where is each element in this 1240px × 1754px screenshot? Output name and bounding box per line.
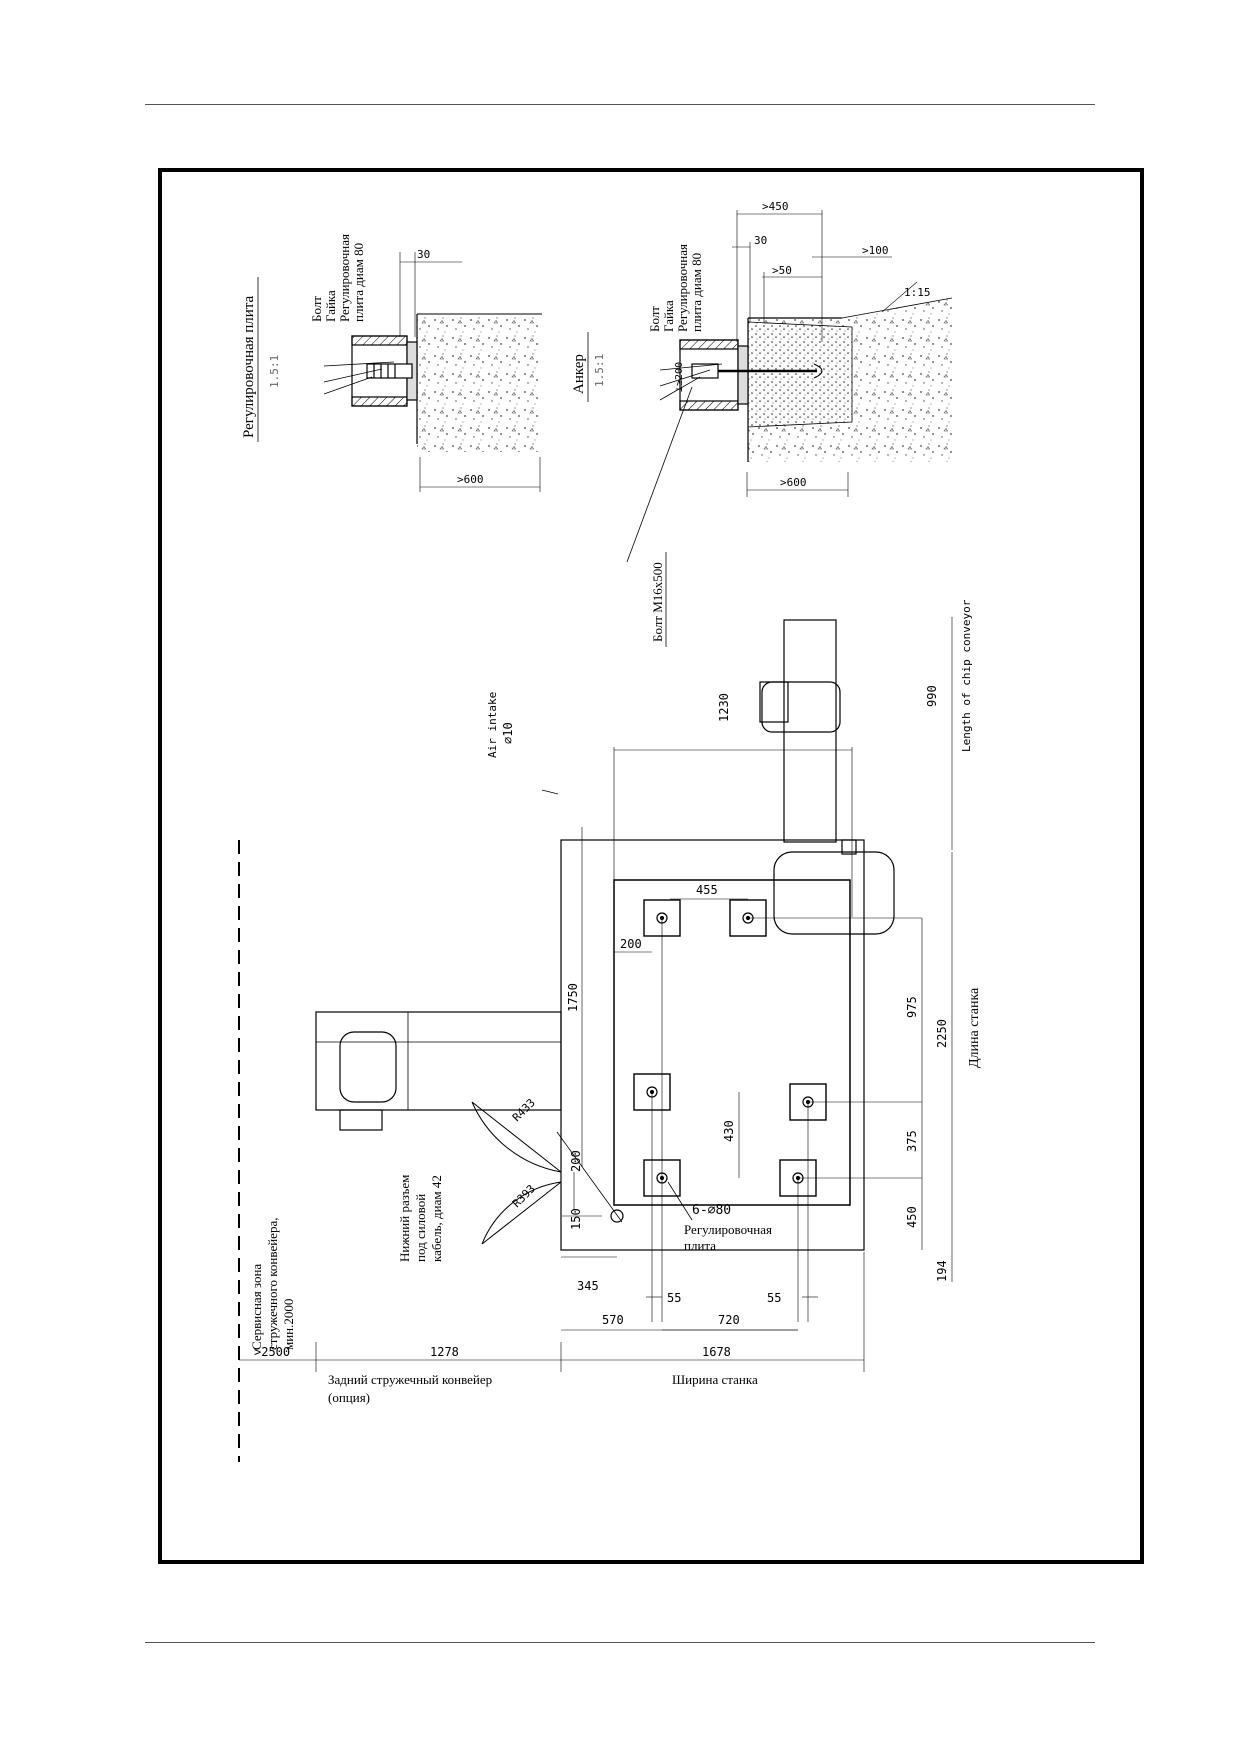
drawing-frame: Регулировочная плита 1.5:1 Болт Гайка Ре… [158,168,1144,1564]
anchor-label-nut: Гайка [661,300,676,332]
adj-plate-label-nut: Гайка [323,290,338,322]
machine-frame [613,879,851,1206]
anchor-dim-450: >450 [762,200,789,213]
adj-plate-label-2: плита [684,1238,716,1253]
service-zone-label-3: мин.2000 [281,1299,296,1350]
anchor-label-plate-2: плита диам 80 [689,253,704,332]
dim-1230: 1230 [717,693,731,722]
dim-55-right: 55 [767,1291,781,1305]
dim-450: 450 [905,1206,919,1228]
header-rule [145,104,1095,105]
anchor-dim-30: 30 [754,234,767,247]
anchor-title-group: Анкер 1.5:1 Болт Гайка Регулировочная пл… [571,200,931,647]
anchor-detail [626,210,953,563]
dim-150: 150 [569,1208,583,1230]
dim-194: 194 [935,1260,949,1282]
cable-port [610,1209,624,1223]
machine-body [560,839,865,1251]
dim-200-bottom: 200 [569,1150,583,1172]
adj-plate-detail [323,252,542,492]
rear-conveyor-label-1: Задний стружечный конвейер [328,1372,492,1387]
door-swing-lower [481,1181,562,1245]
adj-plate-title: Регулировочная плита [241,295,257,438]
machine-length-label: Длина станка [967,987,982,1068]
anchor-bolt-spec: Болт M16x500 [650,562,665,642]
adj-plate-title-group: Регулировочная плита 1.5:1 Болт Гайка Ре… [241,234,484,486]
dim-375: 375 [905,1130,919,1152]
dim-345: 345 [577,1279,599,1293]
dim-1750: 1750 [566,983,580,1012]
front-door [773,851,895,935]
anchor-dim-50: >50 [772,264,792,277]
pad-centerlines [651,917,922,1322]
dim-200-top: 200 [620,937,642,951]
dim-1678: 1678 [702,1345,731,1359]
adj-plate-label-bolt: Болт [309,296,324,322]
anchor-dim-width: >600 [780,476,807,489]
rear-conveyor [315,1011,562,1111]
anchor-dim-slope: 1:15 [904,286,931,299]
adj-plate-dim-30: 30 [417,248,430,261]
dim-990: 990 [925,685,939,707]
service-zone-label-2: стружечного конвейера, [265,1218,280,1350]
dim-55-left: 55 [667,1291,681,1305]
footer-rule [145,1642,1095,1643]
adj-plate-label-plate-2: плита диам 80 [351,243,366,322]
cable-port-label-2: под силовой [413,1194,428,1262]
machine-plan [238,617,953,1462]
front-chip-conveyor [783,619,837,843]
plan-labels: Air intake ⌀10 1230 990 Length of chip c… [249,599,982,1405]
dim-455: 455 [696,883,718,897]
anchor-dim-100: >100 [862,244,889,257]
dim-1278: 1278 [430,1345,459,1359]
anchor-scale: 1.5:1 [593,354,606,387]
dimension-lines [239,617,953,1372]
dim-430: 430 [722,1120,736,1142]
foundation-drawing: Регулировочная плита 1.5:1 Болт Гайка Ре… [238,200,982,1462]
adj-plate-label-1: Регулировочная [684,1222,772,1237]
rear-conveyor-label-2: (опция) [328,1390,370,1405]
door-swing-upper [471,1101,562,1173]
adj-plate-label-plate-1: Регулировочная [337,234,352,322]
door-radius-r393: R393 [510,1182,538,1210]
dim-720: 720 [718,1313,740,1327]
anchor-label-plate-1: Регулировочная [675,244,690,332]
adj-plate-dim-width: >600 [457,473,484,486]
air-intake-label: Air intake [486,692,499,758]
anchor-label-bolt: Болт [647,306,662,332]
cable-port-label-3: кабель, диам 42 [429,1175,444,1262]
dim-570: 570 [602,1313,624,1327]
mount-pads [633,899,827,1197]
dim-975: 975 [905,996,919,1018]
chip-conveyor-length: Length of chip conveyor [960,599,973,752]
holes-label: 6-⌀80 [692,1203,731,1218]
concrete-slab [417,314,542,452]
anchor-title: Анкер [571,354,587,394]
anchor-dim-200: ⊥≥200 [674,362,685,392]
service-zone-label-1: Сервисная зона [249,1264,264,1350]
cable-port-label-1: Нижний разъем [397,1175,412,1262]
air-intake-dia: ⌀10 [501,722,515,744]
anchor-grout [747,321,853,428]
dim-2250: 2250 [935,1019,949,1048]
dim-2500: >2500 [254,1345,290,1359]
machine-width-label: Ширина станка [672,1372,758,1387]
adj-bolt [366,363,413,379]
adj-plate-scale: 1.5:1 [268,355,281,388]
